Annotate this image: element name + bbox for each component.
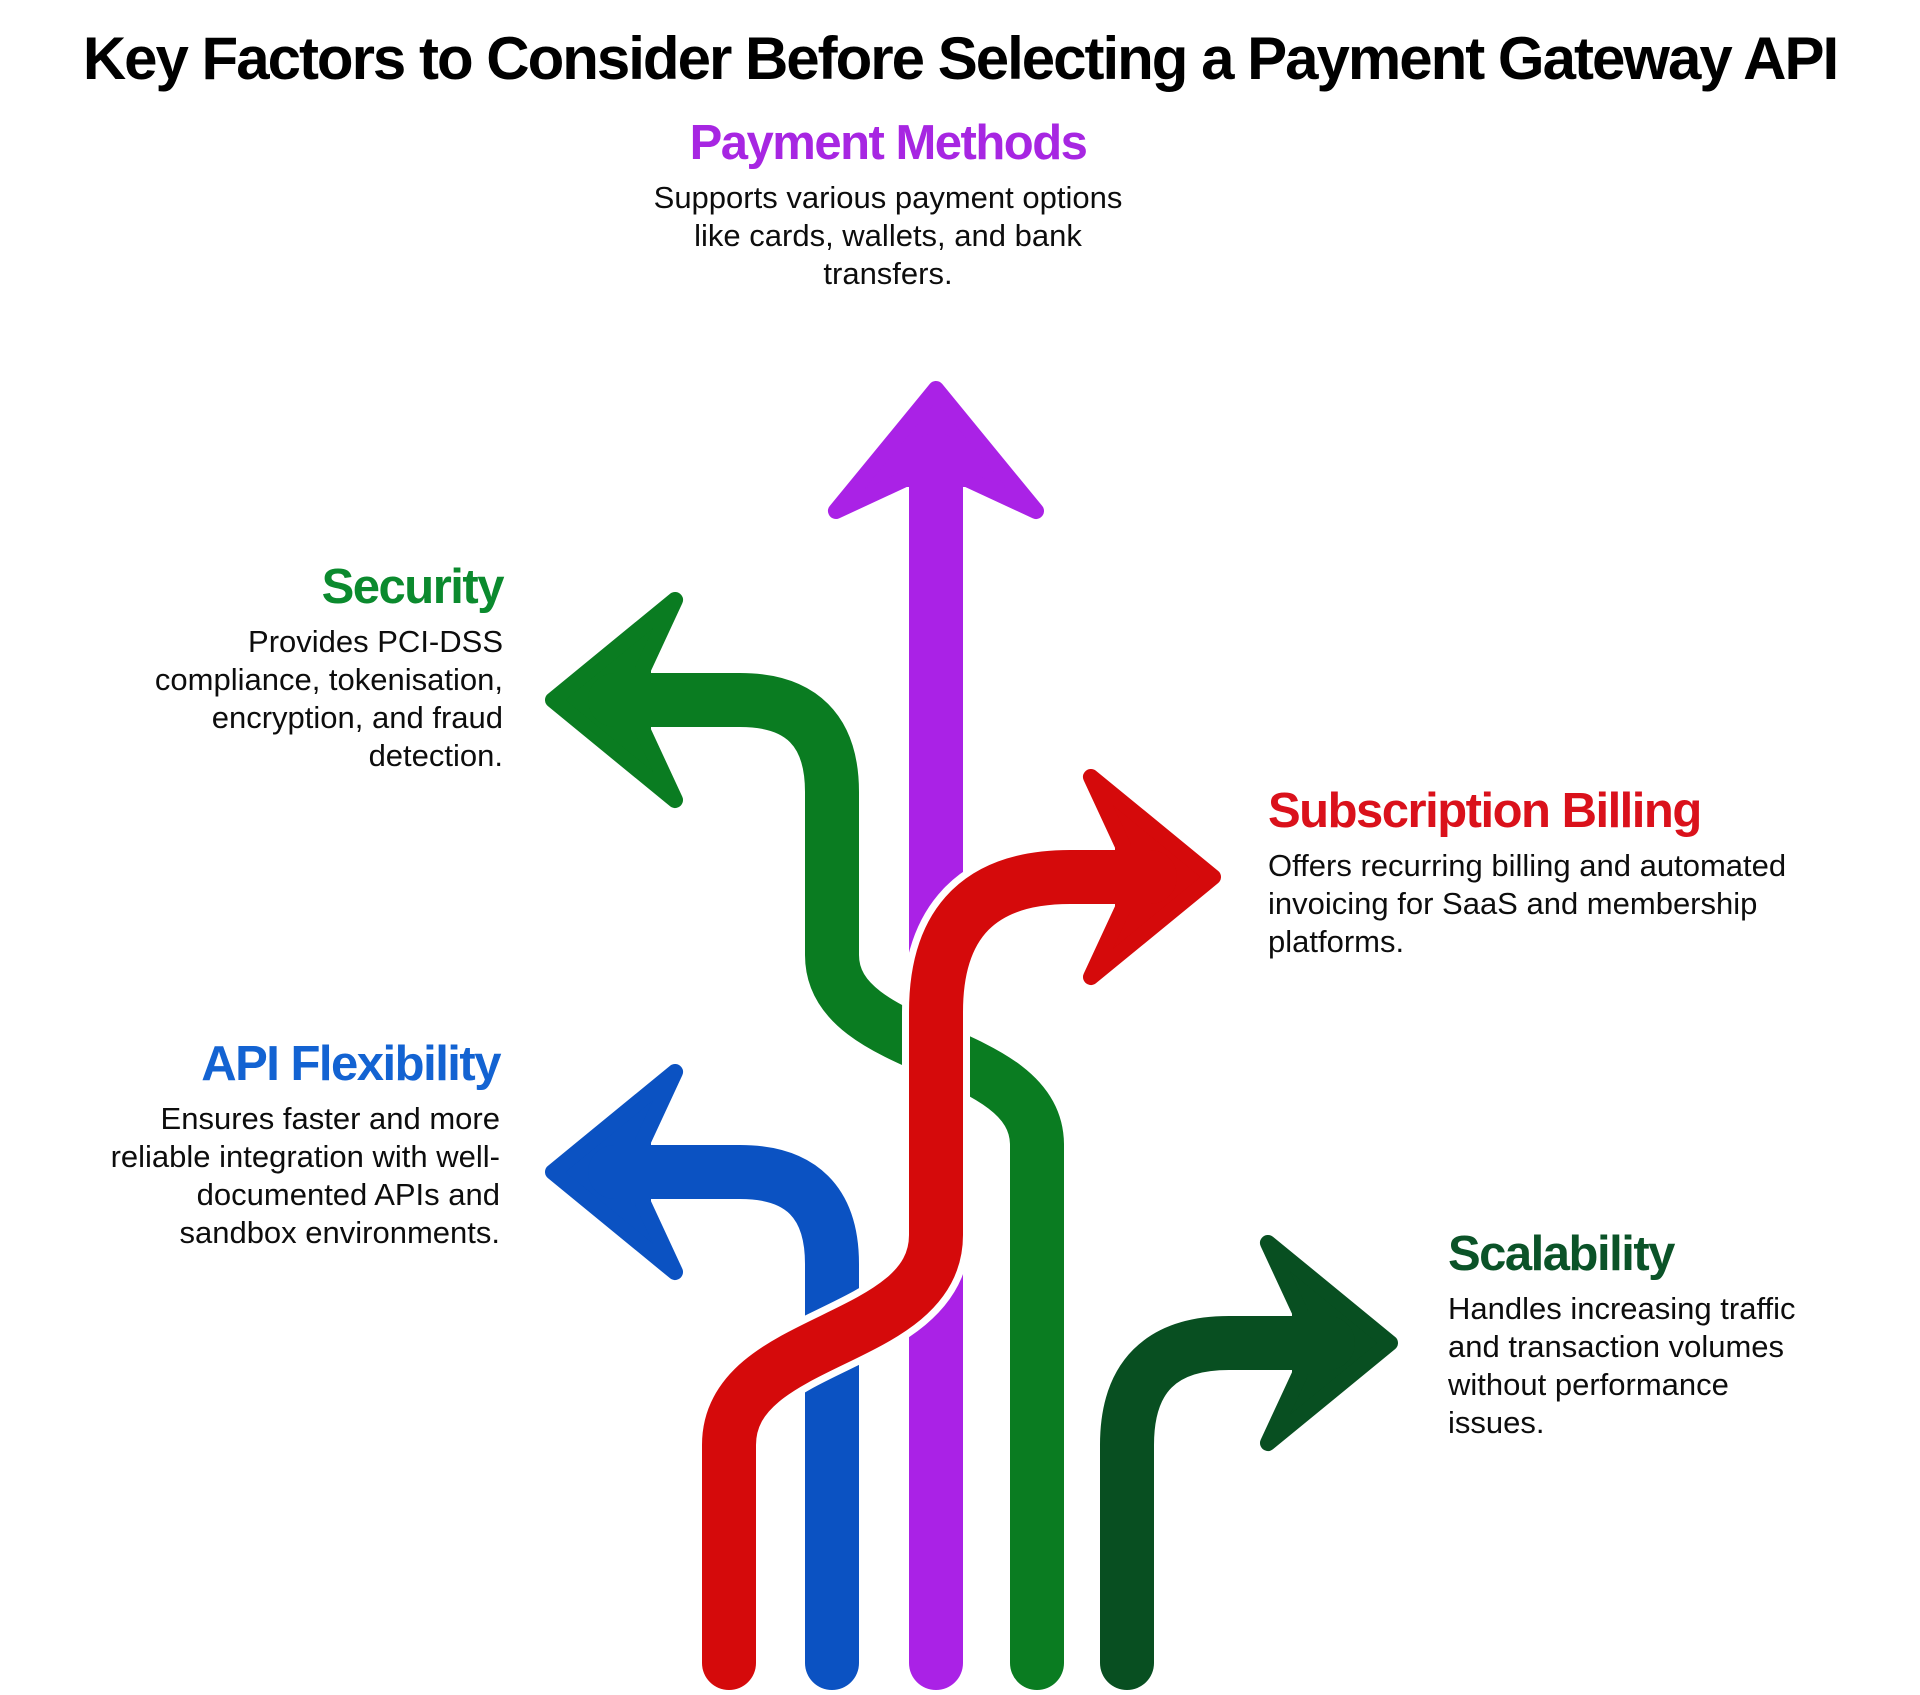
factor-description-security: Provides PCI-DSS compliance, tokenisatio… xyxy=(154,624,503,774)
factor-description-api-flexibility: Ensures faster and more reliable integra… xyxy=(110,1101,500,1251)
security-arrow xyxy=(538,585,1071,1695)
factor-payment-methods: Payment Methods Supports various payment… xyxy=(608,116,1168,293)
factor-description-scalability: Handles increasing traffic and transacti… xyxy=(1448,1291,1796,1441)
factor-description-payment-methods: Supports various payment options like ca… xyxy=(653,180,1123,292)
factor-title-payment-methods: Payment Methods xyxy=(689,116,1088,170)
factor-title-subscription-billing: Subscription Billing xyxy=(1268,784,1702,838)
subscription-billing-arrow xyxy=(695,762,1228,1695)
page-title: Key Factors to Consider Before Selecting… xyxy=(82,25,1839,92)
factor-title-scalability: Scalability xyxy=(1448,1227,1675,1281)
factor-subscription-billing: Subscription Billing Offers recurring bi… xyxy=(1268,784,1813,961)
factor-description-subscription-billing: Offers recurring billing and automated i… xyxy=(1268,848,1787,960)
scalability-arrow xyxy=(1093,1228,1405,1695)
factor-title-api-flexibility: API Flexibility xyxy=(201,1037,501,1091)
api-flexibility-arrow xyxy=(538,1057,866,1695)
factor-scalability: Scalability Handles increasing traffic a… xyxy=(1448,1227,1878,1442)
factor-security: Security Provides PCI-DSS compliance, to… xyxy=(23,560,505,775)
factor-title-security: Security xyxy=(321,560,505,614)
factor-api-flexibility: API Flexibility Ensures faster and more … xyxy=(10,1037,502,1252)
